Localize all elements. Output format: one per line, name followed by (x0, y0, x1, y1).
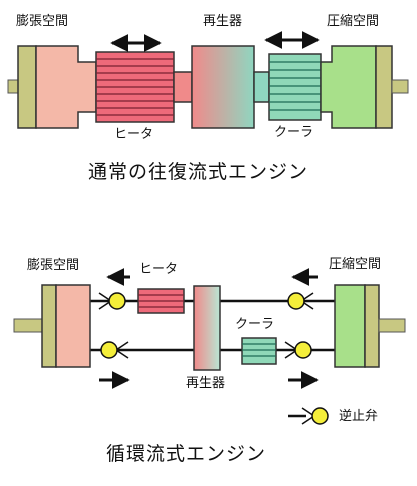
check-valve-legend-label: 逆止弁 (339, 409, 379, 424)
bottom-cooler (241, 337, 277, 365)
bottom-cooler-fins (242, 343, 276, 357)
top-compression-label: 圧縮空間 (327, 14, 380, 29)
bottom-check-valve-left-lower (100, 341, 129, 359)
top-cooler-label: クーラ (274, 125, 314, 140)
bottom-left-piston-rod (13, 318, 43, 333)
bottom-diagram-title: 循環流式エンジン (106, 443, 267, 465)
top-connector-left (173, 71, 193, 103)
bottom-check-valve-right-lower (284, 341, 312, 359)
bottom-regenerator-label: 再生器 (186, 376, 226, 391)
bottom-right-piston-rod (378, 318, 406, 333)
bottom-check-valve-right-upper (287, 292, 314, 310)
top-regenerator (191, 45, 255, 129)
top-regenerator-label: 再生器 (203, 14, 243, 29)
top-expansion-space (35, 45, 97, 129)
bottom-expansion-space (55, 284, 91, 368)
top-heater-label: ヒータ (114, 127, 154, 142)
bottom-left-piston (41, 284, 57, 368)
top-engine (7, 31, 409, 129)
top-compression-space (320, 45, 377, 129)
bottom-heater-label: ヒータ (139, 262, 179, 277)
top-expansion-label: 膨張空間 (16, 14, 69, 29)
top-right-piston (375, 45, 393, 129)
top-cooler (268, 53, 322, 121)
top-diagram-title: 通常の往復流式エンジン (88, 161, 309, 183)
bottom-compression-space (334, 284, 366, 368)
top-right-piston-rod (391, 79, 409, 94)
check-valve-legend-symbol (288, 407, 329, 425)
bottom-heater-fins (138, 294, 184, 308)
bottom-cooler-label: クーラ (235, 317, 275, 332)
bottom-regenerator (193, 285, 221, 371)
bottom-engine (13, 268, 406, 425)
bottom-check-valve-left-upper (98, 292, 126, 310)
top-connector-right (253, 71, 270, 103)
bottom-compression-label: 圧縮空間 (329, 257, 382, 272)
top-left-piston (17, 45, 37, 129)
bottom-expansion-label: 膨張空間 (27, 258, 80, 273)
top-cooler-fins (269, 61, 321, 111)
bottom-right-piston (364, 284, 380, 368)
top-heater-fins (96, 58, 174, 116)
